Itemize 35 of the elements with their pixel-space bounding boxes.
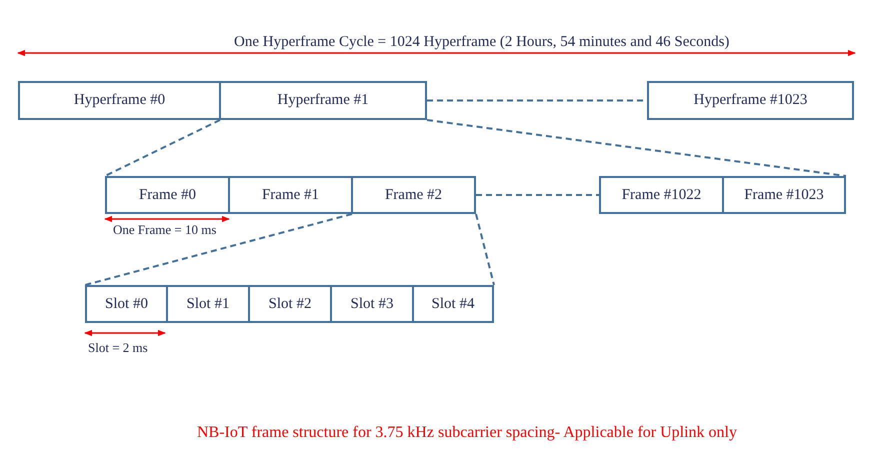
- frame-label: Hyperframe #0: [74, 92, 166, 109]
- frame-box: [85, 285, 168, 323]
- frame-label: Slot #3: [350, 296, 394, 312]
- frame-label: Slot #2: [268, 296, 312, 312]
- frame-label: Frame #2: [384, 186, 442, 204]
- frame-box: [248, 285, 332, 323]
- frame-box: [330, 285, 414, 323]
- frame-label: Frame #1022: [622, 186, 702, 204]
- duration-label: One Frame = 10 ms: [113, 222, 216, 238]
- frame-box: [722, 176, 846, 214]
- frame-box: [412, 285, 494, 323]
- frame-box: [228, 176, 353, 214]
- duration-label: One Hyperframe Cycle = 1024 Hyperframe (2 Hours, 54 minutes and 46 Seconds): [234, 34, 730, 51]
- frame-box: [18, 81, 221, 120]
- dashed-connector: [104, 119, 220, 177]
- dashed-connector: [476, 194, 599, 196]
- caption: NB-IoT frame structure for 3.75 kHz subcarrier spacing- Applicable for Uplink only: [197, 424, 737, 442]
- frame-box: [647, 81, 854, 120]
- frame-label: Slot #4: [432, 296, 474, 312]
- frame-label: Slot #0: [105, 296, 148, 312]
- frame-label: Hyperframe #1023: [694, 92, 808, 109]
- frame-box: [105, 176, 230, 214]
- frame-box: [219, 81, 427, 120]
- dashed-connector: [475, 214, 495, 286]
- frame-box: [351, 176, 476, 214]
- dashed-connector: [84, 213, 352, 286]
- dashed-connector: [426, 119, 846, 177]
- frame-label: Slot #1: [186, 296, 230, 312]
- frame-box: [599, 176, 724, 214]
- frame-label: Frame #1: [262, 186, 320, 204]
- frame-label: Frame #0: [138, 186, 196, 204]
- duration-label: Slot = 2 ms: [88, 340, 148, 356]
- frame-box: [166, 285, 250, 323]
- frame-label: Hyperframe #1: [277, 92, 369, 109]
- frame-label: Frame #1023: [744, 186, 824, 204]
